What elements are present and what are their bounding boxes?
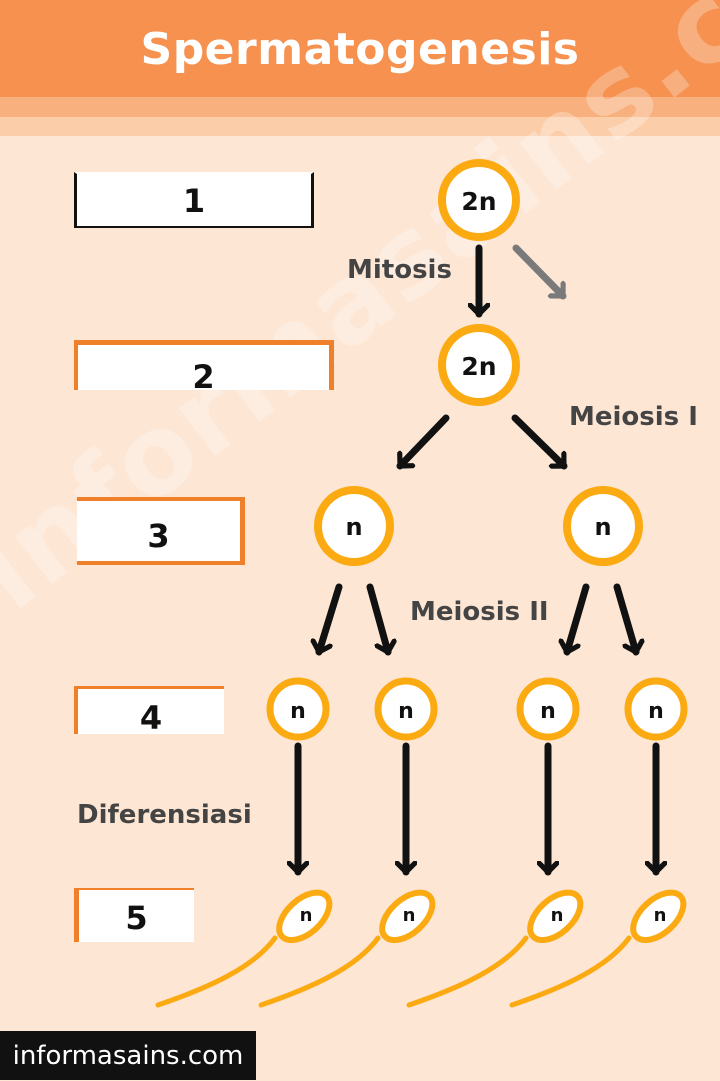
- label-mitosis: Mitosis: [347, 255, 452, 285]
- sperm-1-ploidy: n: [300, 905, 313, 926]
- arrow-meiosis1-left: [396, 414, 450, 470]
- cell-primary-spermatocyte-ploidy: 2n: [461, 352, 496, 381]
- cell-spermatid-1-ploidy: n: [290, 699, 306, 724]
- cell-spermatogonium-ploidy: 2n: [461, 187, 496, 216]
- arrow-meiosis1-right: [511, 414, 568, 470]
- header-band-light: [0, 97, 720, 117]
- arrow-renewal: [512, 244, 567, 300]
- stage-label-4: 4: [74, 686, 224, 737]
- cell-secondary-right-ploidy: n: [594, 513, 611, 541]
- cell-spermatid-2-ploidy: n: [398, 699, 414, 724]
- stage-label-1-text: 1: [182, 182, 206, 220]
- cell-secondary-spermatocyte-left: n: [314, 486, 394, 566]
- stage-label-2-text: 2: [192, 358, 215, 396]
- cell-spermatid-3: n: [516, 677, 580, 741]
- cell-spermatogonium: 2n: [438, 159, 520, 241]
- arrow-meiosis2-b: [366, 583, 388, 656]
- label-differentiation: Diferensiasi: [77, 800, 252, 830]
- cell-primary-spermatocyte: 2n: [438, 324, 520, 406]
- cell-spermatid-3-ploidy: n: [540, 699, 556, 724]
- sperm-4-ploidy: n: [654, 905, 667, 926]
- label-meiosis-2: Meiosis II: [410, 597, 549, 627]
- stage-label-3-text: 3: [147, 517, 170, 555]
- cell-secondary-left-ploidy: n: [345, 513, 362, 541]
- header-bar: [0, 0, 720, 97]
- stage-label-5-text: 5: [125, 899, 148, 937]
- arrow-meiosis2-c: [567, 583, 590, 656]
- cell-spermatid-2: n: [374, 677, 438, 741]
- stage-label-1: 1: [74, 172, 314, 228]
- header-band-lighter: [0, 117, 720, 136]
- cell-spermatid-4: n: [624, 677, 688, 741]
- arrow-meiosis2-d: [613, 583, 636, 656]
- sperm-2-ploidy: n: [403, 905, 416, 926]
- cell-spermatid-1: n: [266, 677, 330, 741]
- sperm-2: n: [258, 889, 436, 1008]
- stage-label-3: 3: [77, 497, 245, 565]
- sperm-3-ploidy: n: [551, 905, 564, 926]
- stage-label-5: 5: [74, 888, 194, 942]
- cell-spermatid-4-ploidy: n: [648, 699, 664, 724]
- page-title: Spermatogenesis: [140, 24, 580, 75]
- stage-label-2: 2: [74, 340, 334, 396]
- sperm-4: n: [509, 889, 687, 1008]
- sperm-3: n: [406, 889, 584, 1008]
- footer-brand: informasains.com: [0, 1031, 256, 1080]
- stage-label-4-text: 4: [139, 699, 163, 737]
- label-meiosis-1: Meiosis I: [569, 402, 698, 432]
- cell-secondary-spermatocyte-right: n: [563, 486, 643, 566]
- sperm-1: n: [155, 889, 333, 1008]
- arrow-meiosis2-a: [319, 583, 343, 656]
